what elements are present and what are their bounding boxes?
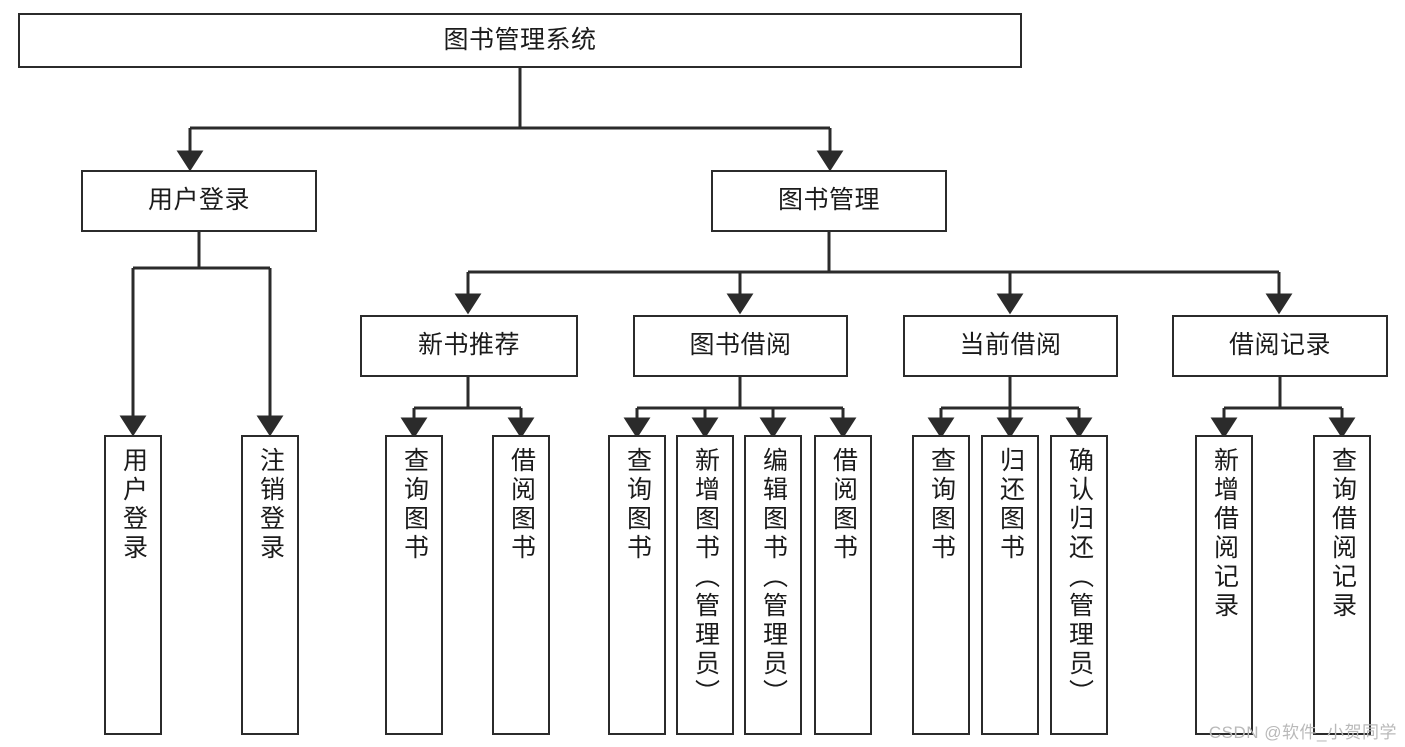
node-current-borrow-label: 当前借阅	[959, 331, 1062, 360]
node-book-management[interactable]: 图书管理	[711, 170, 947, 232]
leaf-borrow-edit-book[interactable]: 编辑图书（管理员）	[744, 435, 802, 735]
node-book-borrow-label: 图书借阅	[689, 331, 792, 360]
leaf-borrow-edit-book-label: 编辑图书（管理员）	[759, 447, 788, 708]
leaf-records-query[interactable]: 查询借阅记录	[1313, 435, 1371, 735]
leaf-borrow-lend-book-label: 借阅图书	[829, 447, 858, 563]
leaf-borrow-query[interactable]: 查询图书	[608, 435, 666, 735]
node-borrow-records[interactable]: 借阅记录	[1172, 315, 1388, 377]
leaf-borrow-lend-book[interactable]: 借阅图书	[814, 435, 872, 735]
leaf-current-confirm-return-label: 确认归还（管理员）	[1065, 447, 1094, 708]
leaf-records-query-label: 查询借阅记录	[1328, 447, 1357, 621]
leaf-user-login[interactable]: 用户登录	[104, 435, 162, 735]
node-current-borrow[interactable]: 当前借阅	[903, 315, 1118, 377]
csdn-watermark: CSDN @软件_小贺同学	[1208, 723, 1397, 742]
node-root-label: 图书管理系统	[443, 25, 597, 54]
node-new-book-recommend-label: 新书推荐	[417, 331, 520, 360]
node-borrow-records-label: 借阅记录	[1228, 331, 1331, 360]
leaf-newbook-query[interactable]: 查询图书	[385, 435, 443, 735]
node-book-borrow[interactable]: 图书借阅	[633, 315, 848, 377]
leaf-borrow-add-book[interactable]: 新增图书（管理员）	[676, 435, 734, 735]
leaf-current-confirm-return[interactable]: 确认归还（管理员）	[1050, 435, 1108, 735]
node-user-login[interactable]: 用户登录	[81, 170, 317, 232]
leaf-newbook-query-label: 查询图书	[400, 447, 429, 563]
leaf-borrow-add-book-label: 新增图书（管理员）	[691, 447, 720, 708]
node-new-book-recommend[interactable]: 新书推荐	[360, 315, 578, 377]
leaf-borrow-query-label: 查询图书	[623, 447, 652, 563]
leaf-records-add-label: 新增借阅记录	[1210, 447, 1239, 621]
node-user-login-label: 用户登录	[147, 186, 250, 215]
leaf-newbook-borrow[interactable]: 借阅图书	[492, 435, 550, 735]
leaf-user-logout-label: 注销登录	[256, 447, 285, 563]
leaf-user-logout[interactable]: 注销登录	[241, 435, 299, 735]
leaf-current-return[interactable]: 归还图书	[981, 435, 1039, 735]
leaf-current-query-label: 查询图书	[927, 447, 956, 563]
leaf-current-query[interactable]: 查询图书	[912, 435, 970, 735]
leaf-records-add[interactable]: 新增借阅记录	[1195, 435, 1253, 735]
node-root[interactable]: 图书管理系统	[18, 13, 1022, 68]
leaf-newbook-borrow-label: 借阅图书	[507, 447, 536, 563]
node-book-management-label: 图书管理	[777, 186, 880, 215]
leaf-user-login-label: 用户登录	[119, 447, 148, 563]
leaf-current-return-label: 归还图书	[996, 447, 1025, 563]
